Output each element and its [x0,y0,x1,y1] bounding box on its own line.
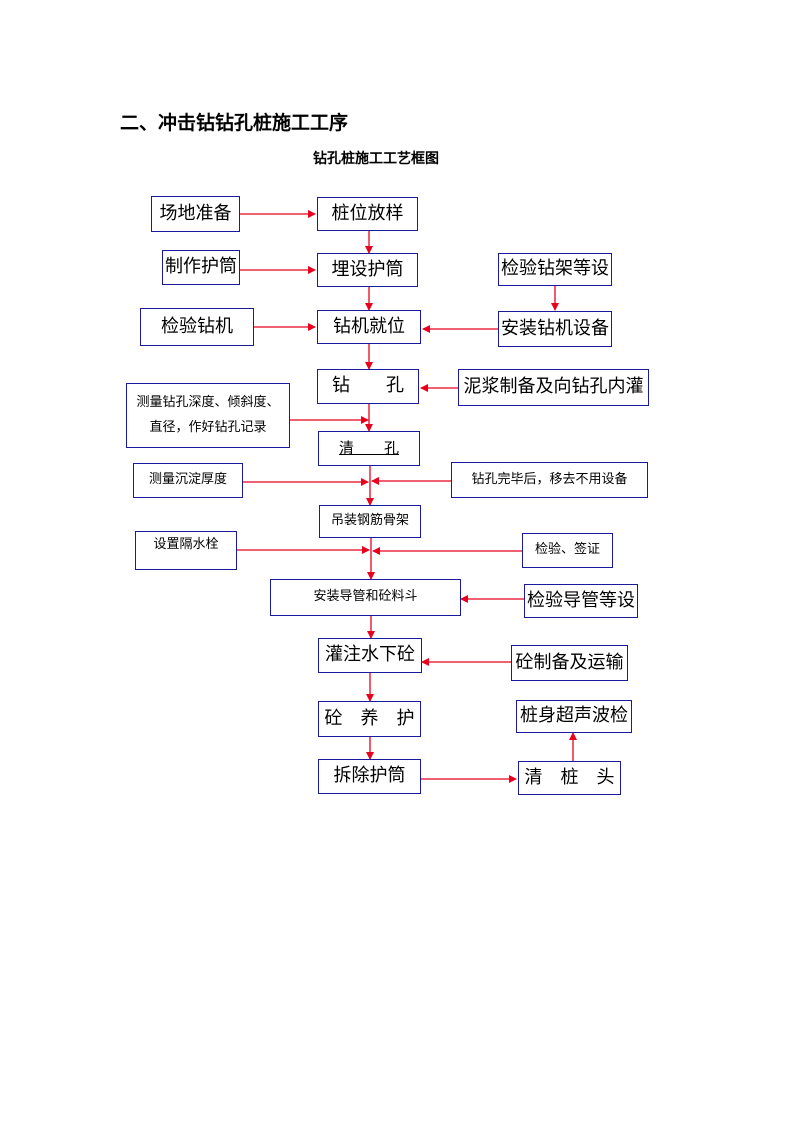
diagram-title: 钻孔桩施工工艺框图 [313,151,439,167]
box-casing-remove: 拆除护筒 [318,759,421,794]
box-pile-head: 清 桩 头 [518,761,621,795]
box-measure-drill: 测量钻孔深度、倾斜度、直径，作好钻孔记录 [126,383,290,448]
box-drilling: 钻 孔 [317,369,419,404]
box-underwater-pour: 灌注水下砼 [318,638,422,673]
section-heading: 二、冲击钻钻孔桩施工工序 [120,112,349,134]
box-site-prep: 场地准备 [151,196,240,232]
box-inspect-sign: 检验、签证 [522,533,613,568]
box-hole-clean: 清 孔 [318,431,420,466]
box-ultrasonic: 桩身超声波检 [516,700,632,733]
box-tremie-install: 安装导管和砼料斗 [270,579,461,616]
box-measure-sediment: 测量沉淀厚度 [133,463,243,498]
box-check-rack: 检验钻架等设 [498,253,612,286]
box-stake-out: 桩位放样 [317,197,418,231]
box-casing-bury: 埋设护筒 [317,253,418,287]
box-cage-lift: 吊装钢筋骨架 [319,505,421,538]
box-make-casing: 制作护筒 [162,250,240,285]
box-slurry: 泥浆制备及向钻孔内灌 [458,369,649,406]
box-check-rig: 检验钻机 [140,308,254,346]
box-remove-equip: 钻孔完毕后，移去不用设备 [451,462,648,498]
box-concrete-prep: 砼制备及运输 [511,645,628,681]
box-water-plug: 设置隔水栓 [135,531,237,570]
box-rig-position: 钻机就位 [317,310,421,344]
box-check-tremie: 检验导管等设 [524,584,638,618]
box-curing: 砼 养 护 [318,701,421,737]
box-install-rig: 安装钻机设备 [498,311,612,347]
